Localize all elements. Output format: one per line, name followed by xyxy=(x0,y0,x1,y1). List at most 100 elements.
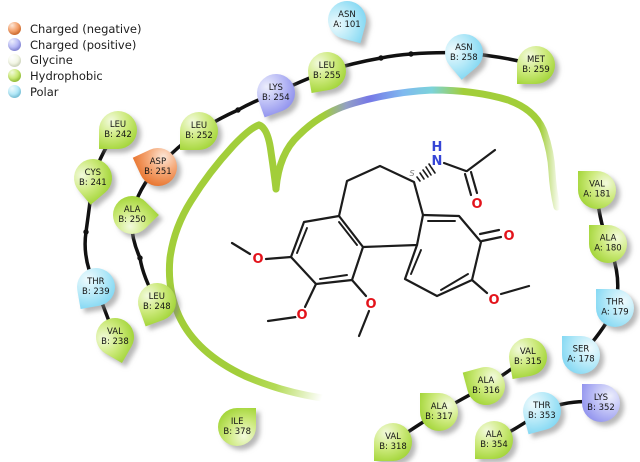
ligand-atom-labels: O O O O O O N H S xyxy=(251,139,516,325)
residue-chain-number: B: 353 xyxy=(528,411,556,421)
residue-name: THR xyxy=(606,297,624,308)
charged-negative-icon xyxy=(8,22,21,36)
residue-chain-number: B: 258 xyxy=(450,53,478,63)
residue-chain-number: B: 242 xyxy=(104,130,132,140)
legend-label: Charged (negative) xyxy=(30,21,142,36)
oxygen-label: O xyxy=(471,197,482,212)
residue-chain-number: B: 255 xyxy=(313,71,341,81)
legend-item: Charged (positive) xyxy=(8,37,142,53)
oxygen-label: O xyxy=(296,308,307,323)
residue-chain-number: B: 252 xyxy=(185,131,213,141)
residue-chain-number: B: 251 xyxy=(144,167,172,177)
residue-dot xyxy=(235,107,241,113)
residue-dot xyxy=(378,55,384,61)
residue-chain-number: B: 259 xyxy=(522,65,550,75)
legend-item: Polar xyxy=(8,84,142,100)
residue-chain-number: B: 354 xyxy=(480,440,508,450)
solvent-curve-upper-band xyxy=(272,86,561,211)
ligand-bond-skeleton xyxy=(230,148,531,338)
residue-chain-number: A: 101 xyxy=(333,20,361,30)
residue-chain-number: B: 378 xyxy=(223,427,251,437)
residue-name: CYS xyxy=(84,167,102,178)
stereocenter-label: S xyxy=(409,169,414,178)
legend-label: Hydrophobic xyxy=(30,68,103,83)
oxygen-label: O xyxy=(488,293,499,308)
residue-name: SER xyxy=(572,344,590,355)
residue-name: ALA xyxy=(599,233,617,244)
solvent-curve-lower-loop xyxy=(165,121,326,402)
residue-chain-number: B: 250 xyxy=(118,215,146,225)
amide-hydrogen-label: H xyxy=(432,140,443,155)
residue-dot xyxy=(83,229,89,235)
residue-chain-number: B: 316 xyxy=(472,386,500,396)
oxygen-label: O xyxy=(503,229,514,244)
backbone-residue-dots xyxy=(83,51,414,261)
residue-name: LEU xyxy=(318,60,336,71)
stereo-hash-wedge xyxy=(416,163,436,182)
solvent-exposure-curve xyxy=(165,86,561,402)
residue-name: THR xyxy=(533,400,551,411)
residue-dot xyxy=(408,51,414,57)
residue-name: LEU xyxy=(109,119,127,130)
residue-name: ILE xyxy=(230,416,244,427)
residue-name: VAL xyxy=(589,179,605,190)
residue-chain-number: A: 179 xyxy=(601,308,629,318)
backbone-chain-238-242 xyxy=(83,128,120,339)
residue-chain-number: B: 248 xyxy=(143,302,171,312)
residue-chain-number: A: 178 xyxy=(567,355,595,365)
residue-name: LYS xyxy=(268,82,284,93)
backbone-chain-315-318 xyxy=(391,355,530,444)
residue-name: ASP xyxy=(149,156,167,167)
